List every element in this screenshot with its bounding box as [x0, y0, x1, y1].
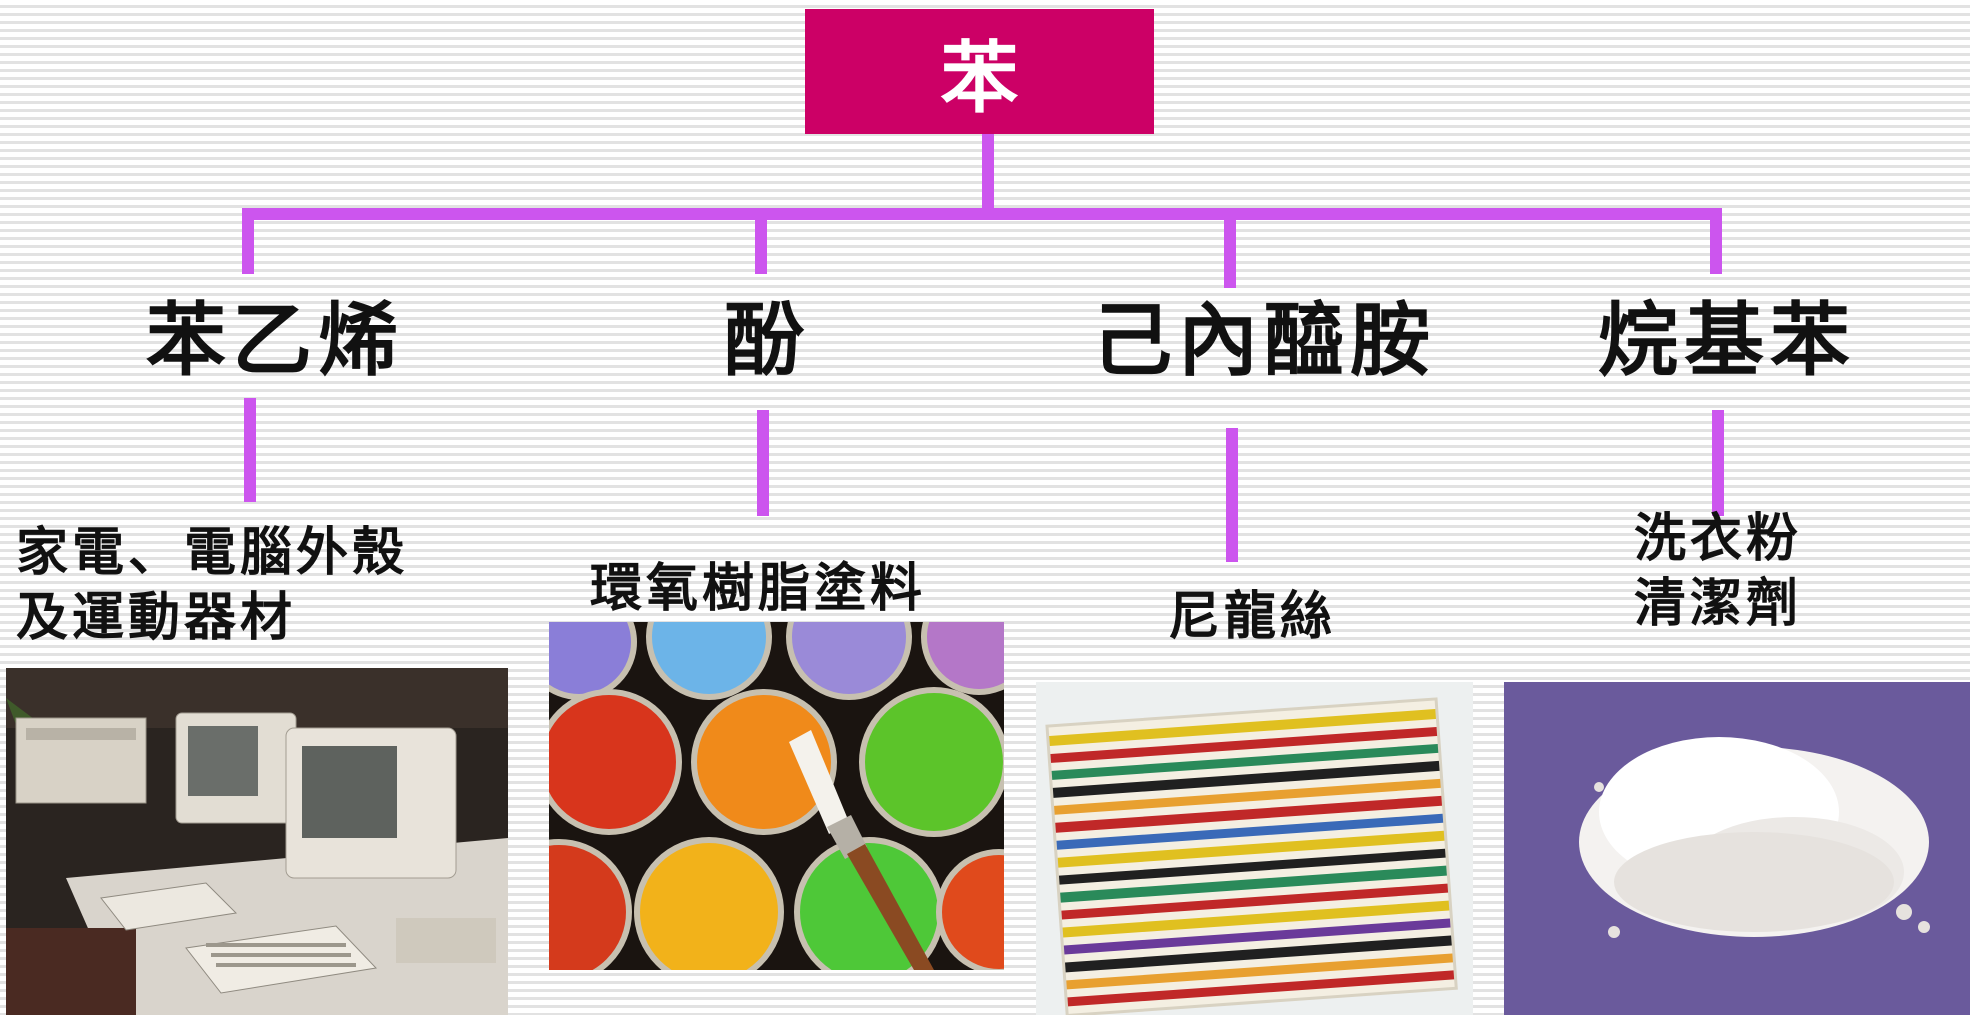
- use-styrene: 家電、電腦外殼 及運動器材: [16, 520, 408, 650]
- use-styrene-line-2: 及運動器材: [16, 587, 297, 648]
- category-caprolactam: 己內醯胺: [1092, 293, 1436, 387]
- use-caprolactam-line-1: 尼龍絲: [1168, 586, 1337, 647]
- striped-nylon-fabric-photo: [1036, 682, 1473, 1015]
- computers-photo: [6, 668, 508, 1015]
- use-alkylbenzene-line-1: 洗衣粉: [1634, 508, 1803, 569]
- category-phenol: 酚: [724, 293, 810, 387]
- drop-styrene: [242, 210, 254, 274]
- use-phenol: 環氧樹脂塗料: [590, 556, 926, 621]
- link-phenol-use: [757, 410, 769, 516]
- use-phenol-line-1: 環氧樹脂塗料: [590, 558, 927, 619]
- category-styrene: 苯乙烯: [146, 293, 404, 387]
- category-alkylbenzene: 烷基苯: [1598, 293, 1856, 387]
- link-alkylbenzene-use: [1712, 410, 1724, 516]
- drop-alkylbenzene: [1710, 210, 1722, 274]
- use-alkylbenzene-line-2: 清潔劑: [1634, 573, 1803, 634]
- drop-caprolactam: [1224, 210, 1236, 288]
- drop-phenol: [755, 210, 767, 274]
- link-caprolactam-use: [1226, 428, 1238, 562]
- horizontal-bus: [242, 208, 1722, 220]
- root-stem: [982, 134, 994, 210]
- paint-cans-photo: [549, 622, 1004, 970]
- use-alkylbenzene: 洗衣粉 清潔劑: [1634, 506, 1802, 636]
- link-styrene-use: [244, 398, 256, 502]
- use-caprolactam: 尼龍絲: [1168, 584, 1336, 649]
- use-styrene-line-1: 家電、電腦外殼: [16, 522, 409, 583]
- detergent-powder-photo: [1504, 682, 1970, 1015]
- root-node: 苯: [805, 9, 1154, 134]
- root-label: 苯: [940, 32, 1019, 124]
